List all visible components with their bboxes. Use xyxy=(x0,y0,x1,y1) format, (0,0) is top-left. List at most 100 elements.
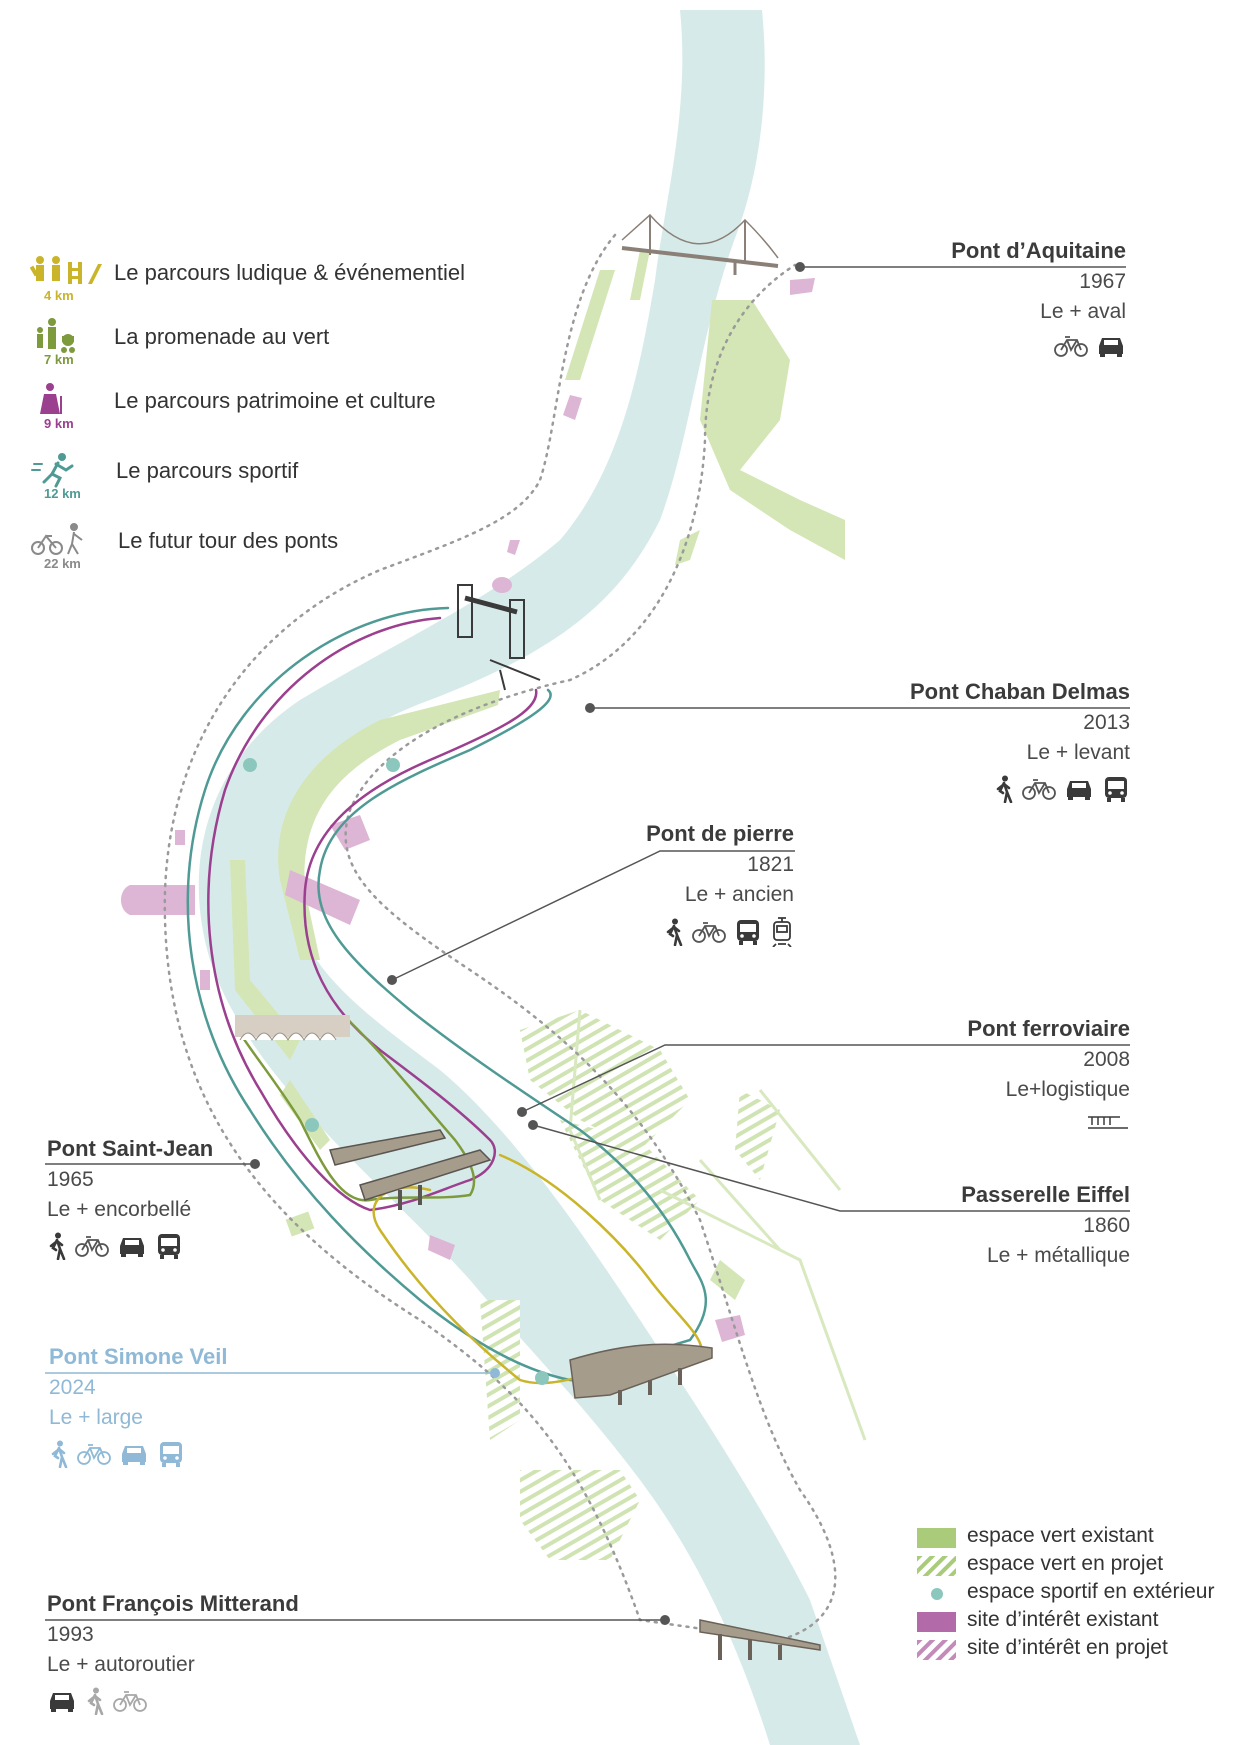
bridge-modes xyxy=(951,334,1126,364)
legend-label: espace vert existant xyxy=(967,1524,1154,1547)
legend-row-green-existing: espace vert existant xyxy=(915,1524,1250,1552)
green-network-lines xyxy=(568,1009,867,1441)
bridge-label-ferroviaire: Pont ferroviaire 2008 Le+logistique xyxy=(967,1016,1130,1142)
bridge-year: 1860 xyxy=(1083,1214,1130,1237)
mode-icons xyxy=(994,775,1130,803)
bike-icon xyxy=(77,1442,111,1466)
bridge-simone-veil-drawing xyxy=(569,1343,713,1405)
route-legend-vert: 7 km La promenade au vert xyxy=(30,312,500,372)
bridge-label-passerelle-eiffel: Passerelle Eiffel 1860 Le + métallique xyxy=(961,1182,1130,1268)
family-walk-icon xyxy=(37,318,75,353)
bridge-desc: Le + aval xyxy=(1040,300,1126,323)
train-icon xyxy=(1086,1112,1130,1130)
bridge-pierre-drawing xyxy=(235,1015,350,1042)
garonne-river xyxy=(198,10,860,1745)
route-distance: 7 km xyxy=(44,352,74,367)
car-icon xyxy=(1096,334,1126,358)
bridge-desc: Le + large xyxy=(49,1406,143,1429)
bridge-label-saint-jean: Pont Saint-Jean 1965 Le + encorbellé xyxy=(47,1136,213,1262)
bridge-modes xyxy=(910,775,1130,805)
bridge-label-aquitaine: Pont d’Aquitaine 1967 Le + aval xyxy=(951,238,1126,364)
bridge-desc: Le + ancien xyxy=(684,883,794,906)
bridge-name: Pont ferroviaire xyxy=(967,1016,1130,1041)
bike-icon xyxy=(75,1234,109,1258)
callout-dots xyxy=(250,262,805,1625)
car-icon xyxy=(117,1234,147,1258)
route-label: Le parcours sportif xyxy=(116,458,299,483)
route-label: Le parcours patrimoine et culture xyxy=(114,388,436,413)
swatch-green-solid xyxy=(917,1528,956,1548)
bridge-desc: Le + levant xyxy=(1026,741,1130,764)
bridge-desc: Le + métallique xyxy=(986,1244,1130,1267)
bike-icon xyxy=(692,920,726,944)
bridge-chaban-drawing xyxy=(457,584,541,691)
bridge-year: 1967 xyxy=(1079,270,1126,293)
bridge-desc: Le+logistique xyxy=(1005,1078,1130,1101)
bridge-name: Pont d’Aquitaine xyxy=(951,238,1126,263)
mode-icons xyxy=(1086,1112,1130,1130)
bike-icon xyxy=(113,1689,147,1713)
legend-label: espace sportif en extérieur xyxy=(967,1580,1215,1603)
car-icon xyxy=(119,1442,149,1466)
mode-icons xyxy=(47,1232,183,1260)
swatch-purple-solid xyxy=(917,1612,956,1632)
legend-label: site d’intérêt existant xyxy=(967,1608,1159,1631)
bridge-year: 1965 xyxy=(47,1168,94,1191)
bridge-mitterand-drawing xyxy=(699,1619,821,1660)
bridge-desc: Le + encorbellé xyxy=(47,1198,192,1221)
bridge-modes xyxy=(47,1232,213,1262)
callout-lines xyxy=(45,266,1130,1621)
bus-icon xyxy=(155,1232,183,1260)
bridge-name: Pont Simone Veil xyxy=(49,1344,228,1369)
bridge-name: Pont Chaban Delmas xyxy=(909,679,1130,704)
route-distance: 9 km xyxy=(44,416,74,431)
legend-label: espace vert en projet xyxy=(967,1552,1164,1575)
legend-row-green-projected: espace vert en projet xyxy=(915,1552,1250,1580)
bridge-year: 1821 xyxy=(747,853,794,876)
bridge-name: Pont François Mitterand xyxy=(47,1591,299,1616)
bridge-label-francois-mitterand: Pont François Mitterand 1993 Le + autoro… xyxy=(47,1591,299,1717)
legend-row-site-existing: site d’intérêt existant xyxy=(915,1608,1250,1636)
bridge-year: 2013 xyxy=(1083,711,1130,734)
route-legend-ludique: 4 km Le parcours ludique & événementiel xyxy=(30,248,500,308)
playground-people-icon xyxy=(30,256,102,284)
mode-icons xyxy=(664,917,794,947)
bridge-label-chaban-delmas: Pont Chaban Delmas 2013 Le + levant xyxy=(910,679,1130,805)
bus-icon xyxy=(1102,775,1130,803)
bridge-label-pont-de-pierre: Pont de pierre 1821 Le + ancien xyxy=(646,821,794,947)
bridge-desc: Le + autoroutier xyxy=(47,1653,195,1676)
bridge-modes xyxy=(47,1687,299,1717)
route-label: La promenade au vert xyxy=(114,324,330,349)
walk-icon xyxy=(85,1687,105,1715)
car-icon xyxy=(1064,777,1094,801)
route-label: Le parcours ludique & événementiel xyxy=(114,260,466,285)
route-distance: 22 km xyxy=(44,556,81,571)
tram-icon xyxy=(770,917,794,947)
bike-icon xyxy=(1022,777,1056,801)
route-distance: 12 km xyxy=(44,486,81,501)
bridge-year: 1993 xyxy=(47,1623,94,1646)
swatch-teal-dot xyxy=(931,1588,943,1600)
route-legend-tour-des-ponts: 22 km Le futur tour des ponts xyxy=(30,516,500,576)
bike-icon xyxy=(1054,334,1088,358)
bridge-modes xyxy=(967,1112,1130,1142)
sites-of-interest xyxy=(121,278,815,1342)
car-icon xyxy=(47,1689,77,1713)
walk-icon xyxy=(49,1440,69,1468)
route-legend-sportif: 12 km Le parcours sportif xyxy=(30,446,500,506)
route-distance: 4 km xyxy=(44,288,74,303)
legend-row-sport: espace sportif en extérieur xyxy=(915,1580,1250,1608)
walk-icon xyxy=(47,1232,67,1260)
route-sportif xyxy=(186,606,708,1382)
walk-icon xyxy=(664,918,684,946)
elderly-walker-icon xyxy=(40,383,62,414)
bus-icon xyxy=(157,1440,185,1468)
bridge-year: 2024 xyxy=(49,1376,96,1399)
mode-icons xyxy=(49,1440,185,1468)
bridge-name: Pont Saint-Jean xyxy=(47,1136,214,1161)
map-legend: espace vert existant espace vert en proj… xyxy=(915,1524,1250,1664)
bridge-year: 2008 xyxy=(1083,1048,1130,1071)
bus-icon xyxy=(734,918,762,946)
route-tour-des-ponts xyxy=(163,233,837,1642)
